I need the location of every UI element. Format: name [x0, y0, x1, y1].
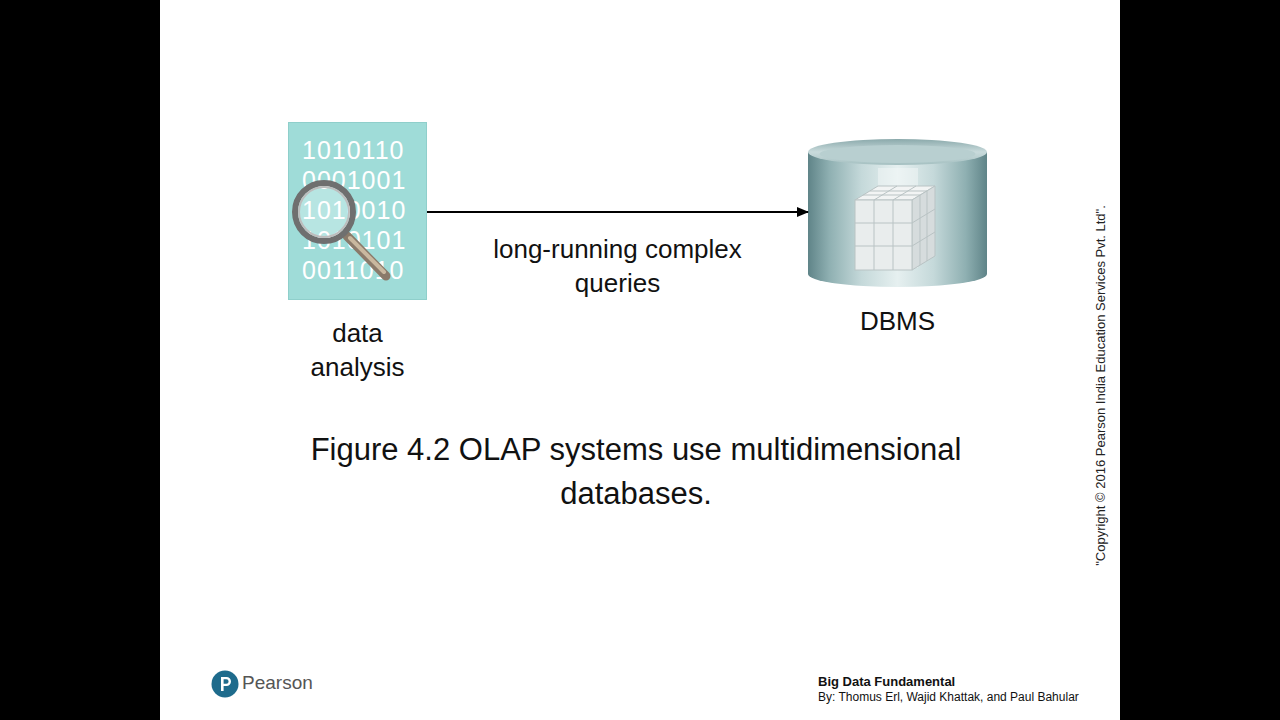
binary-digits: 1010010 [302, 198, 406, 223]
node-label: data analysis [288, 316, 427, 384]
binary-digits: 0011010 [302, 258, 404, 283]
edge-label: long-running complex queries [493, 232, 743, 300]
copyright-note: "Copyright © 2016 Pearson India Educatio… [1093, 205, 1106, 566]
book-credit: Big Data Fundamental [818, 675, 955, 688]
dbms-cylinder: DBMS [808, 138, 987, 288]
pearson-logo [211, 670, 239, 698]
binary-digits: 1010101 [302, 228, 406, 253]
book-credit: By: Thomus Erl, Wajid Khattak, and Paul … [818, 691, 1079, 703]
publisher-name: Pearson [242, 673, 313, 692]
binary-digits: 1010110 [302, 138, 404, 163]
slide-background [160, 0, 1120, 720]
figure-caption: Figure 4.2 OLAP systems use multidimensi… [266, 428, 1006, 516]
database-cylinder [808, 138, 987, 288]
node-label: DBMS [808, 304, 987, 338]
binary-digits: 0001001 [302, 168, 406, 193]
query-arrow [427, 211, 808, 213]
